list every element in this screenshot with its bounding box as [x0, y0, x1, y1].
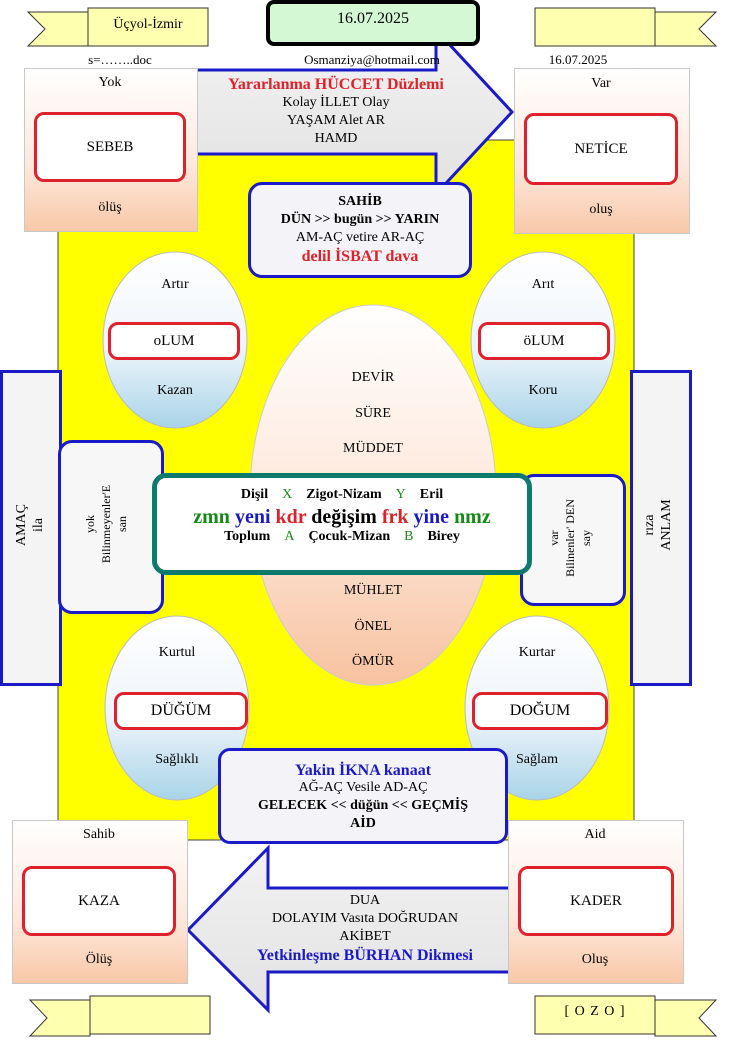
oval-tl-center: oLUM	[108, 322, 240, 360]
oval-tl-bottom: Kazan	[157, 383, 193, 398]
top-arrow-line1: Kolay İLLET Olay	[282, 95, 390, 110]
right-inner-line1: var	[547, 530, 561, 546]
oval-tr-top: Arıt	[531, 277, 555, 292]
yakin-box	[218, 748, 508, 844]
oval-tr-center: öLUM	[478, 322, 610, 360]
left-inner-line2: Bilinmeyenler'E	[99, 484, 113, 564]
header-date-right: 16.07.2025	[548, 52, 608, 67]
oval-bl-bottom: Sağlıklı	[155, 752, 199, 767]
top-arrow-line2: YAŞAM Alet AR	[286, 113, 386, 128]
header-date-center: 16.07.2025	[337, 10, 409, 27]
right-inner-line3: say	[579, 530, 593, 546]
top-right-box-top: Var	[591, 76, 611, 91]
center-box	[152, 473, 532, 575]
left-inner-line3: san	[115, 516, 129, 532]
ribbon-bottom-left	[28, 999, 91, 1037]
footer-ozo: [ O Z O ]	[564, 1004, 626, 1019]
bottom-arrow-line3: AKİBET	[339, 929, 391, 944]
row2-w4: değişim	[311, 506, 377, 528]
row2-w3: kdr	[275, 506, 307, 528]
ribbon-top-left	[26, 11, 89, 47]
row2-w1: zmn	[193, 506, 230, 528]
left-side-text: AMAÇ ila	[13, 375, 47, 675]
right-inner-box	[520, 474, 626, 606]
top-arrow	[194, 26, 515, 198]
row2-w2: yeni	[234, 506, 271, 528]
oval-bl-top: Kurtul	[158, 645, 196, 660]
right-side-line1: rıza	[642, 514, 657, 536]
row3-c: Çocuk-Mizan	[308, 529, 391, 544]
header-email: Osmanziya@hotmail.com	[304, 52, 440, 67]
row1-e: Eril	[419, 487, 444, 502]
bottom-arrow-line1: DUA	[349, 893, 381, 908]
top-left-box-bottom: ölüş	[98, 200, 122, 215]
row3-b: A	[284, 529, 295, 544]
row1-d: Y	[395, 487, 406, 502]
yakin-title: Yakin İKNA kanaat	[294, 762, 432, 779]
center-row2: zmn yeni kdr değişim frk yine nmz	[157, 506, 527, 529]
row3-d: B	[404, 529, 414, 544]
yakin-line2: GELECEK << düğün << GEÇMİŞ	[257, 798, 469, 813]
top-arrow-title: Yararlanma HÜCCET Düzlemi	[228, 76, 444, 93]
center-word-4: MÜHLET	[343, 583, 403, 598]
sahib-line1: DÜN >> bugün >> YARIN	[280, 212, 440, 227]
center-word-6: ÖMÜR	[351, 654, 394, 669]
bottom-right-box-top: Aid	[584, 827, 606, 842]
oval-bl-center: DÜĞÜM	[114, 692, 248, 730]
oval-br-center: DOĞUM	[472, 692, 608, 730]
ribbon-top-right	[654, 11, 718, 47]
row3-a: Toplum	[224, 529, 271, 544]
oval-br-bottom: Sağlam	[516, 752, 558, 767]
left-inner-line1: yok	[83, 515, 97, 533]
top-right-box-center: NETİCE	[524, 113, 678, 185]
row2-w7: nmz	[454, 506, 491, 528]
row3-e: Birey	[427, 529, 460, 544]
center-word-2: SÜRE	[355, 406, 391, 421]
bottom-left-box-top: Sahib	[83, 827, 115, 842]
sahib-line2: AM-AÇ vetire AR-AÇ	[295, 230, 425, 245]
sahib-title: SAHİB	[338, 194, 382, 209]
right-inner-text: var Bilinenler' DEN say	[546, 463, 598, 613]
row2-w5: frk	[381, 506, 409, 528]
bottom-arrow-line2: DOLAYIM Vasıta DOĞRUDAN	[272, 911, 458, 926]
row1-b: X	[282, 487, 293, 502]
top-right-box-bottom: oluş	[589, 202, 613, 217]
row1-a: Dişil	[240, 487, 269, 502]
center-word-3: MÜDDET	[343, 441, 403, 456]
center-row1: Dişil X Zigot-Nizam Y Eril	[157, 487, 527, 503]
bottom-left-box-center: KAZA	[22, 866, 176, 936]
bottom-arrow	[185, 844, 512, 1014]
top-arrow-line3: HAMD	[314, 131, 358, 146]
bottom-arrow-title: Yetkinleşme BÜRHAN Dikmesi	[257, 947, 473, 964]
header-location: Üçyol-İzmir	[113, 17, 183, 32]
oval-tr-bottom: Koru	[528, 383, 558, 398]
header-date-box	[266, 0, 480, 46]
top-left-box-top: Yok	[98, 75, 122, 90]
oval-tl-top: Artır	[161, 277, 189, 292]
center-word-1: DEVİR	[351, 370, 395, 385]
oval-br-top: Kurtar	[518, 645, 556, 660]
right-side-text: rıza ANLAM	[641, 375, 675, 675]
bottom-left-box-bottom: Ölüş	[85, 952, 113, 967]
top-left-box-center: SEBEB	[34, 112, 186, 182]
sahib-line3: delil İSBAT dava	[301, 248, 419, 265]
right-inner-line2: Bilinenler' DEN	[563, 499, 577, 577]
sahib-box	[248, 182, 472, 278]
left-inner-text: yok Bilinmeyenler'E san	[82, 444, 134, 604]
right-side-box	[630, 370, 692, 686]
ribbon-bottom-right	[654, 999, 718, 1037]
center-word-5: ÖNEL	[354, 619, 392, 634]
left-side-line2: ila	[31, 518, 46, 532]
left-side-line1: AMAÇ	[14, 504, 29, 547]
center-row3: Toplum A Çocuk-Mizan B Birey	[157, 529, 527, 545]
row2-w6: yine	[413, 506, 450, 528]
row1-c: Zigot-Nizam	[306, 487, 382, 502]
yakin-line3: AİD	[350, 816, 376, 831]
bottom-right-box-center: KADER	[518, 866, 674, 936]
bottom-right-box-bottom: Oluş	[581, 952, 609, 967]
header-file: s=……..doc	[88, 52, 152, 67]
left-side-box	[0, 370, 62, 686]
yakin-line1: AĞ-AÇ Vesile AD-AÇ	[298, 780, 428, 795]
right-side-line2: ANLAM	[659, 499, 674, 551]
